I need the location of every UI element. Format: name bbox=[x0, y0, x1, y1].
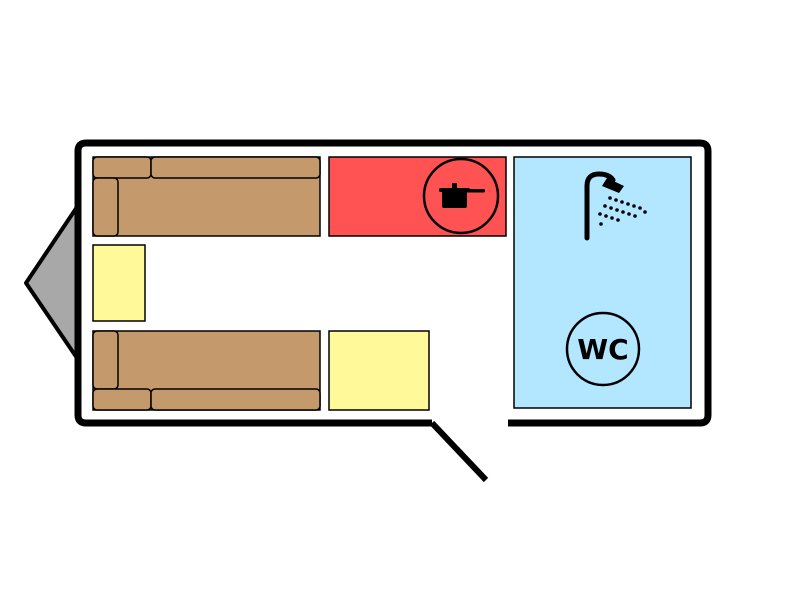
sofa-bottom-armrest bbox=[92, 330, 119, 390]
kitchen-counter bbox=[328, 156, 507, 237]
entrance-door[interactable] bbox=[429, 420, 489, 483]
caravan-outer-wall bbox=[74, 139, 712, 427]
sofa-bottom bbox=[92, 330, 321, 411]
sofa-top-backrest-right bbox=[150, 156, 321, 179]
cooking-pot-icon bbox=[422, 157, 500, 235]
sofa-bottom-backrest-left bbox=[92, 388, 152, 411]
wc-icon: WC bbox=[565, 311, 641, 387]
drawbar-hitch bbox=[24, 205, 79, 360]
sofa-bottom-backrest-right bbox=[150, 388, 321, 411]
sofa-top-armrest bbox=[92, 177, 119, 237]
sofa-top-backrest-left bbox=[92, 156, 152, 179]
table-counter bbox=[328, 330, 430, 411]
sofa-top bbox=[92, 156, 321, 237]
table-small bbox=[92, 244, 146, 322]
bathroom bbox=[513, 156, 692, 409]
shower-icon bbox=[584, 171, 647, 241]
wc-label: WC bbox=[577, 333, 628, 366]
